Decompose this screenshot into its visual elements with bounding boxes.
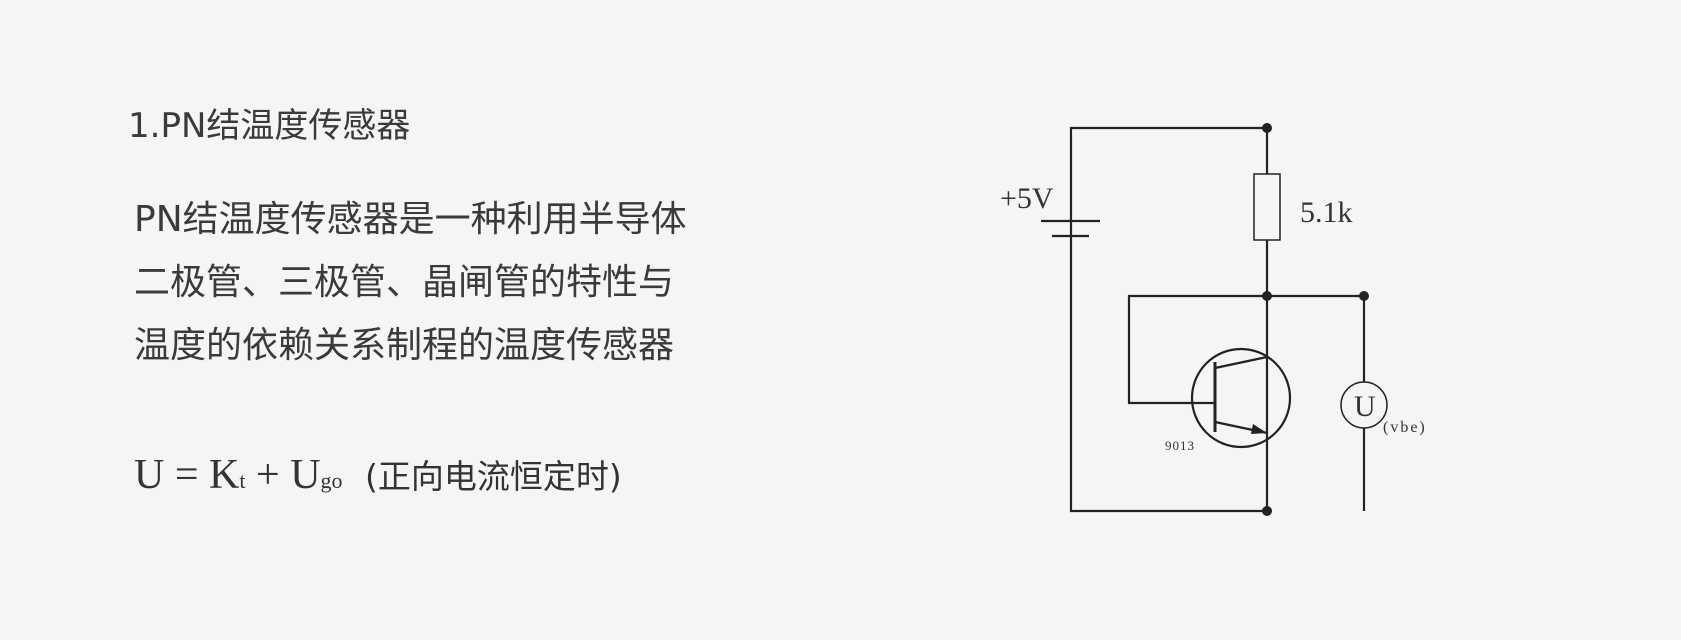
formula-note: (正向电流恒定时) (365, 457, 622, 496)
description-line: PN结温度传感器是一种利用半导体 (134, 199, 687, 240)
formula-k: K (209, 452, 240, 498)
transistor-collector (1214, 355, 1268, 370)
description-line: 温度的依赖关系制程的温度传感器 (134, 325, 675, 366)
transistor-body (1190, 347, 1292, 449)
formula-eq: = (174, 452, 199, 498)
node-dot (1262, 506, 1272, 516)
voltmeter (1340, 381, 1388, 429)
wire-loop (1069, 126, 1269, 513)
meter-sub-label: (vbe) (1383, 419, 1427, 436)
supply-label: +5V (1000, 182, 1054, 215)
node-dot (1359, 291, 1369, 301)
description: PN结温度传感器是一种利用半导体 二极管、三极管、晶闸管的特性与 温度的依赖关系… (134, 188, 687, 377)
resistor (1253, 173, 1281, 241)
formula-plus: + (256, 452, 280, 498)
transistor-label: 9013 (1165, 438, 1195, 453)
formula-go: go (320, 468, 343, 493)
formula-u2: U (290, 452, 321, 498)
emitter-arrow (1251, 424, 1267, 434)
section-title: 1.PN结温度传感器 (128, 106, 411, 146)
meter-label: U (1354, 390, 1376, 423)
formula-t: t (239, 468, 246, 493)
wire-feedback (1127, 294, 1267, 405)
node-dot (1262, 123, 1272, 133)
description-line: 二极管、三极管、晶闸管的特性与 (134, 262, 675, 303)
node-dot (1262, 291, 1272, 301)
formula-u: U (134, 452, 165, 498)
formula: U = Kt + Ugo (正向电流恒定时) (134, 450, 622, 499)
resistor-label: 5.1k (1300, 196, 1353, 229)
